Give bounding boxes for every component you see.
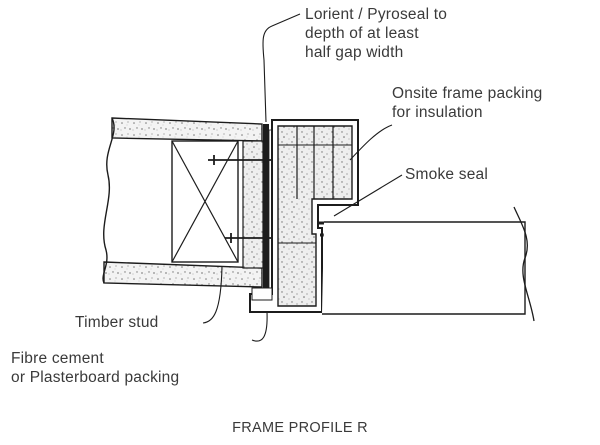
smoke-seal-label: Smoke seal — [405, 166, 488, 183]
timber-stud-label: Timber stud — [75, 314, 159, 331]
left-break-line — [102, 117, 115, 284]
lorient-pyroseal-label: Lorient / Pyroseal to depth of at least … — [305, 6, 448, 61]
lower-board-layer — [103, 261, 263, 288]
diagram-title: FRAME PROFILE R — [232, 420, 368, 436]
timber-stud — [171, 140, 239, 263]
frame-packing-label: Onsite frame packing for insulation — [392, 85, 543, 121]
packing-strip — [242, 124, 274, 294]
door-leaf — [322, 206, 535, 322]
fibre-cement-label: Fibre cement or Plasterboard packing — [11, 350, 180, 386]
upper-board-layer — [111, 117, 263, 142]
door-frame — [249, 119, 359, 313]
leader-lines — [202, 13, 403, 342]
